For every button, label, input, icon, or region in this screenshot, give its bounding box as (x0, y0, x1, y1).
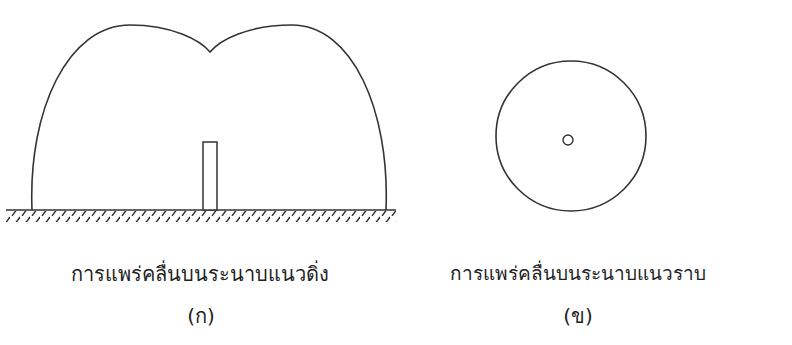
antenna-top-view (563, 135, 573, 145)
horizontal-radiation-circle (496, 61, 646, 211)
figure-letter: (ก) (187, 300, 215, 332)
ground-line (6, 209, 396, 211)
figure-caption: การแพร่คลื่นบนระนาบแนวดิ่ง (71, 258, 329, 290)
figure-letter: (ข) (563, 300, 593, 332)
ground-hatching (6, 211, 396, 222)
figure-caption: การแพร่คลื่นบนระนาบแนวราบ (450, 258, 706, 288)
antenna-mast (203, 142, 217, 210)
vertical-radiation-lobes (32, 25, 387, 210)
